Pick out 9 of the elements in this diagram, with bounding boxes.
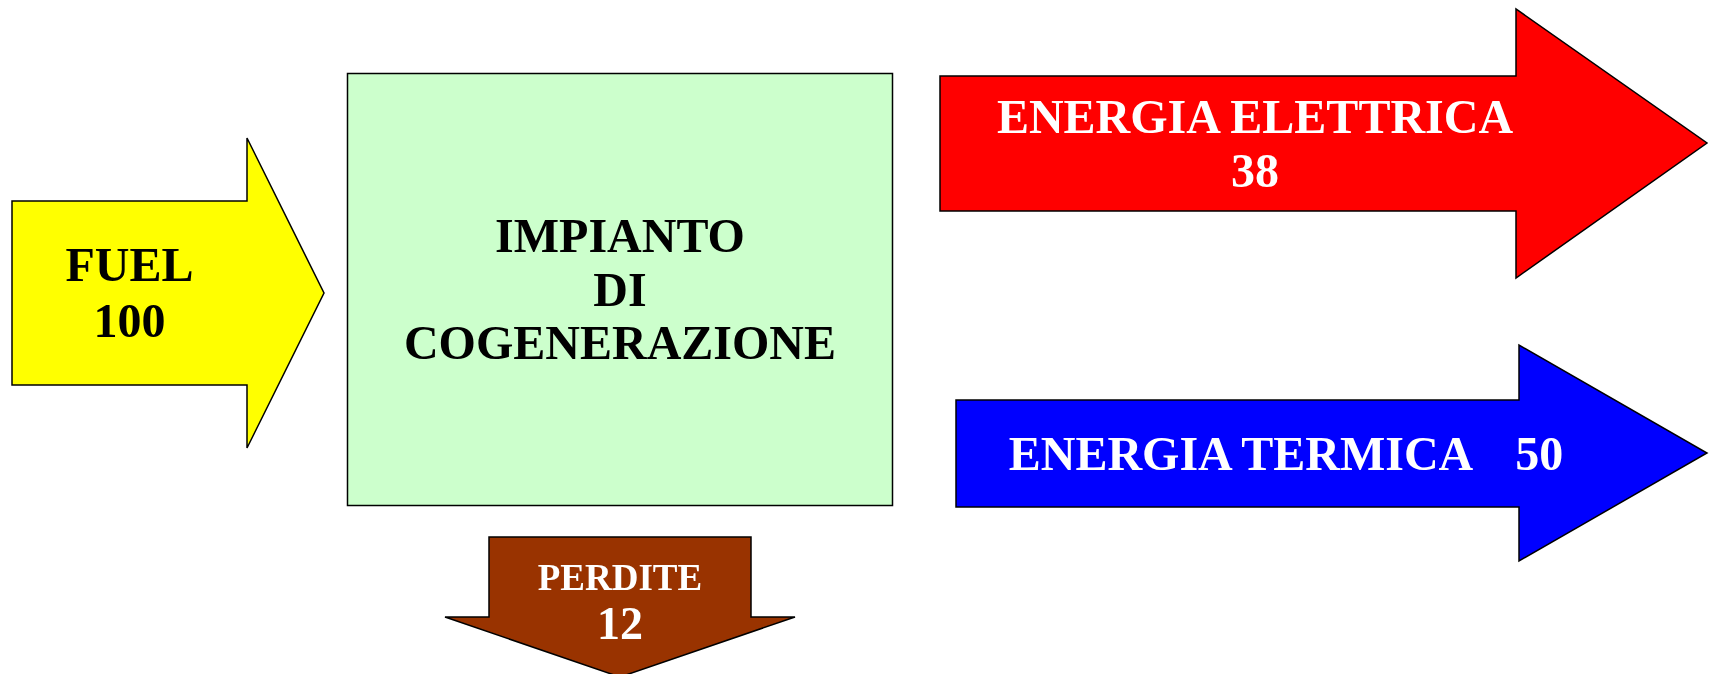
value-label: 50	[1515, 426, 1564, 481]
value-label: 38	[1231, 143, 1279, 198]
value-label: 100	[93, 294, 166, 348]
node-label: ENERGIA TERMICA	[1008, 426, 1474, 481]
node-label: FUEL	[65, 238, 194, 292]
node-label: PERDITE	[537, 556, 703, 598]
value-label: 12	[597, 597, 643, 650]
node-label: IMPIANTO DI COGENERAZIONE	[402, 208, 838, 371]
node-label: ENERGIA ELETTRICA	[996, 89, 1514, 144]
